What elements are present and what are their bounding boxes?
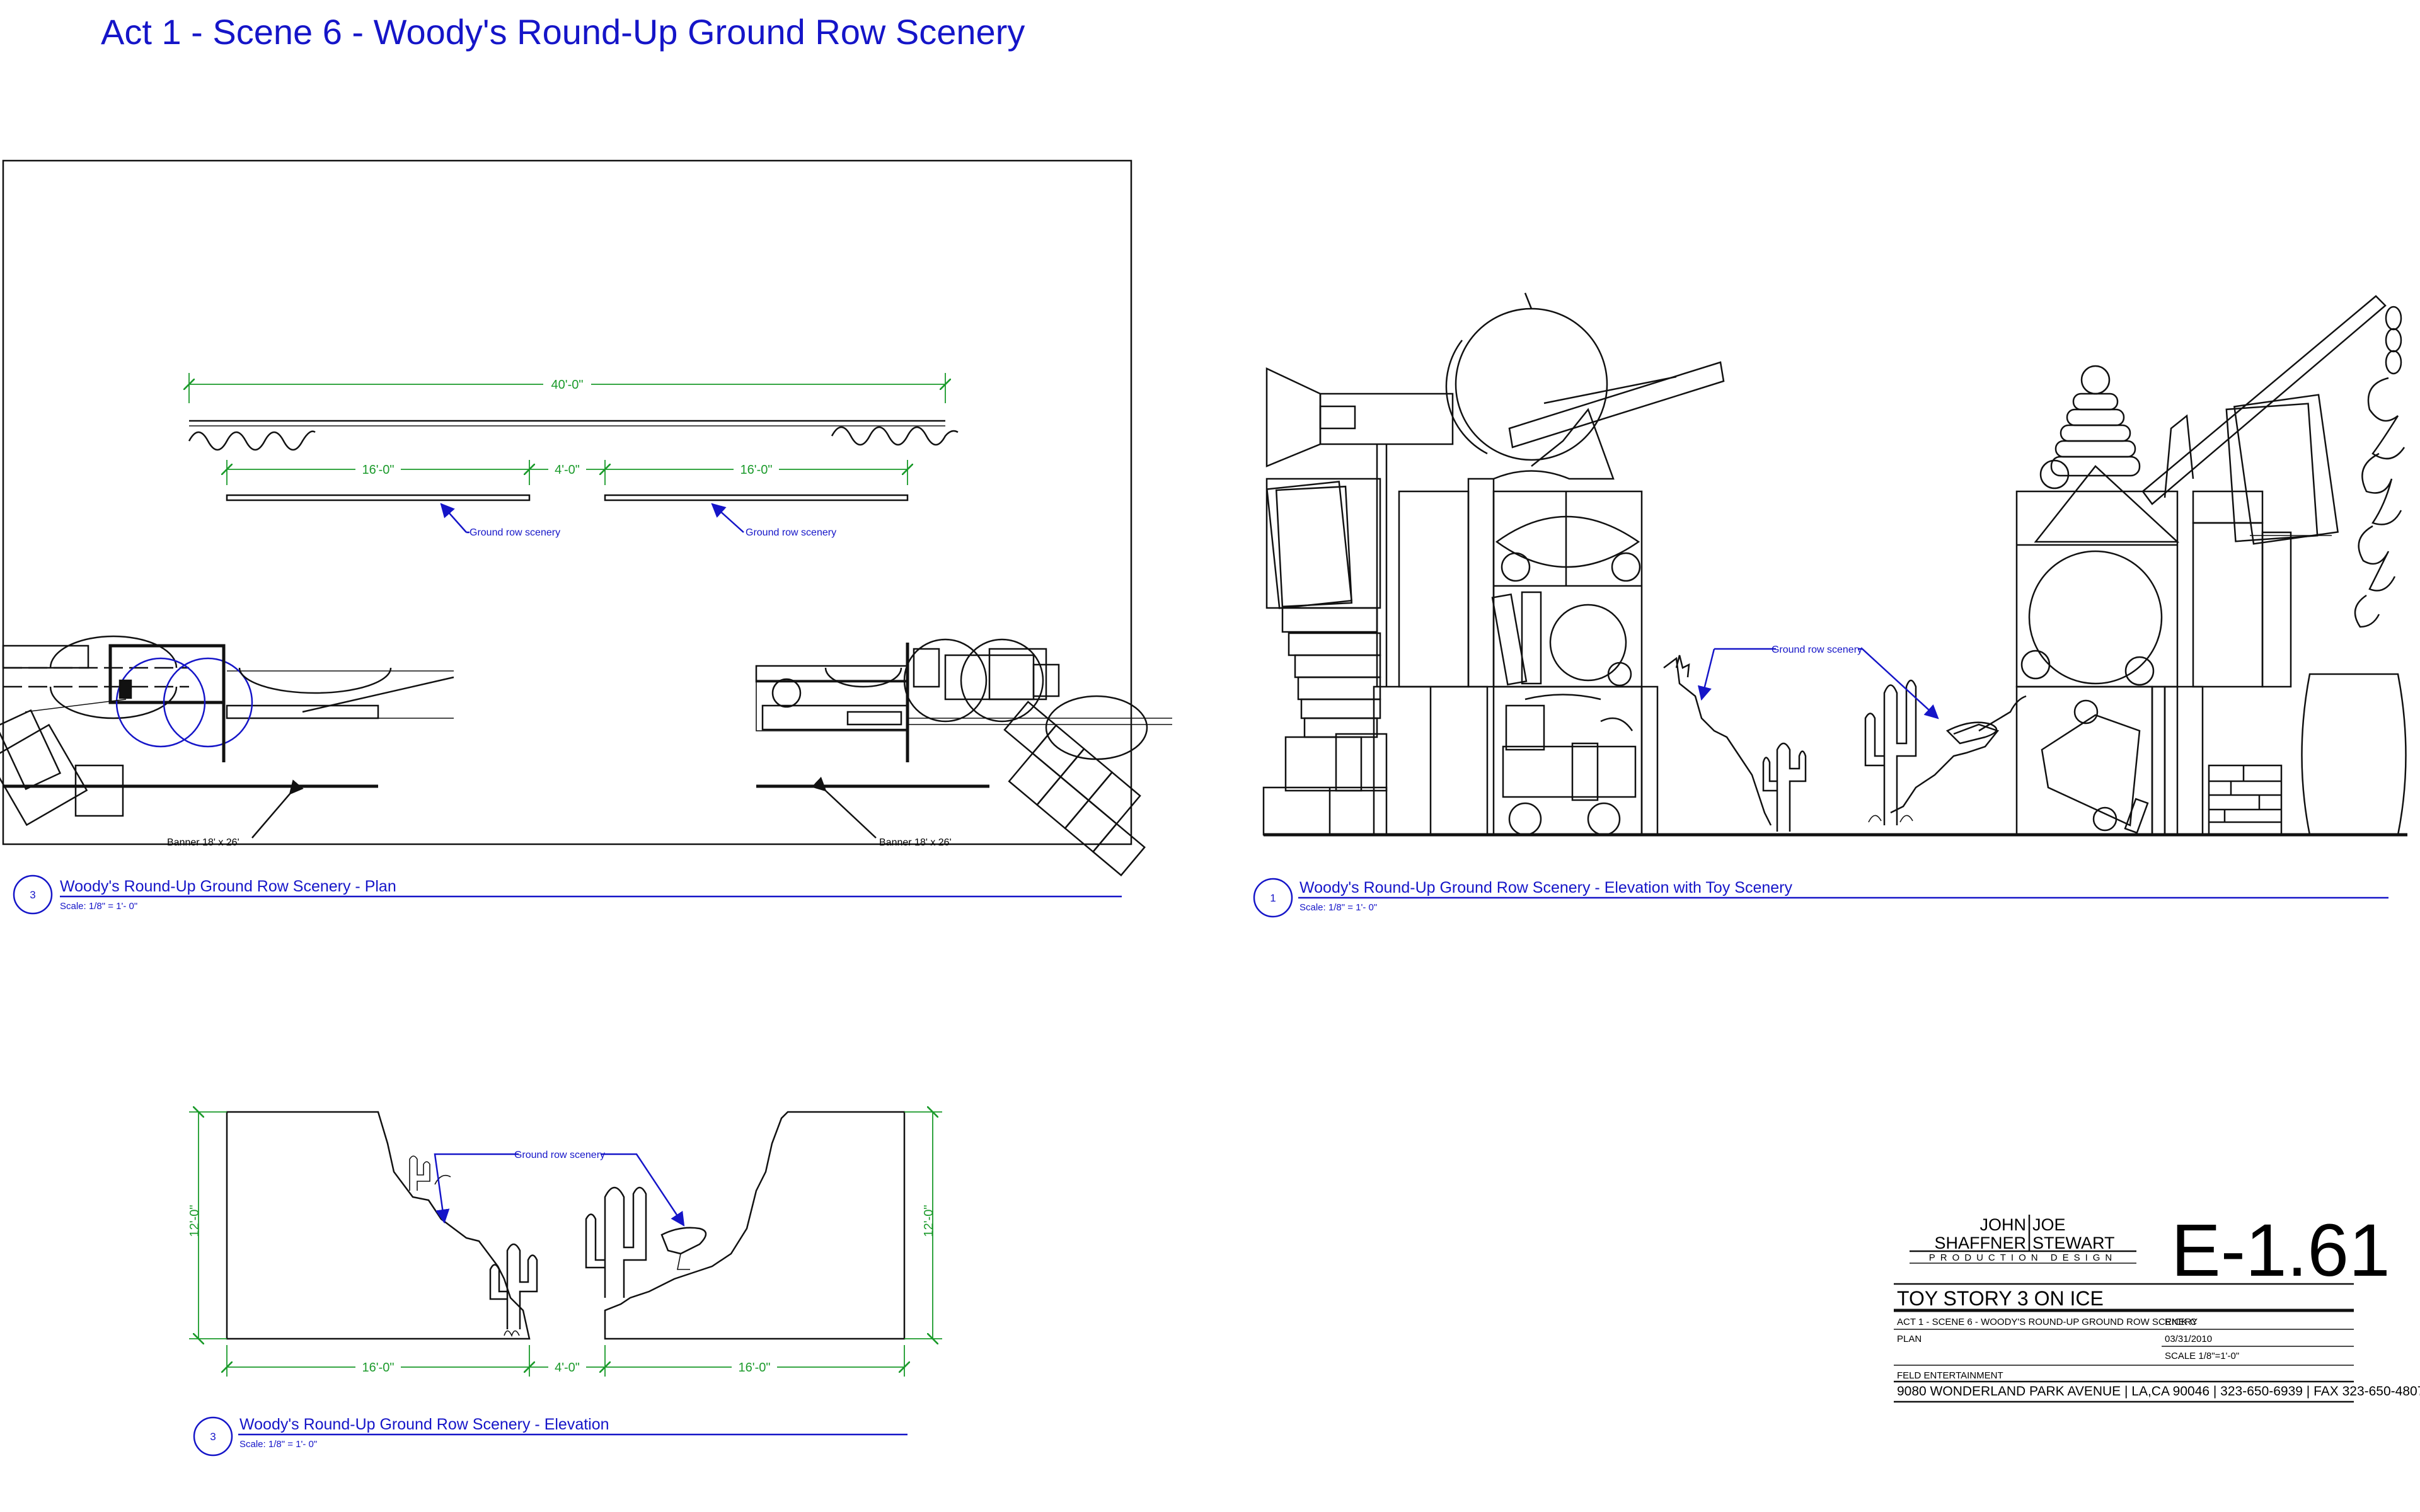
elevation-toy-view: Ground row scenery bbox=[1253, 292, 2407, 918]
dim-height-left: 12'-0" bbox=[188, 1205, 202, 1237]
sheet-title: Act 1 - Scene 6 - Woody's Round-Up Groun… bbox=[101, 12, 1025, 52]
toy-elevation-scale: Scale: 1/8" = 1'- 0" bbox=[1299, 902, 1377, 913]
plan-view: 40'-0" 16'-0" 4'-0" 16'-0" Ground row sc… bbox=[0, 159, 1172, 915]
callout-toy-elevation: Ground row scenery bbox=[1772, 644, 1862, 655]
dim-gap: 4'-0" bbox=[555, 463, 580, 477]
plan-border bbox=[2, 159, 1132, 845]
dim-right: 16'-0" bbox=[740, 463, 773, 477]
sheet-number: E-1.61 bbox=[2171, 1209, 2390, 1292]
right-toy-stack bbox=[2015, 295, 2407, 836]
drawn-by: RICK C bbox=[2165, 1317, 2197, 1327]
designer-first-1: JOHN bbox=[1980, 1215, 2027, 1234]
callout-plan-right: Ground row scenery bbox=[746, 527, 836, 538]
plan-right-wing bbox=[755, 638, 1172, 877]
client-name: FELD ENTERTAINMENT bbox=[1897, 1370, 2003, 1381]
show-title: TOY STORY 3 ON ICE bbox=[1897, 1287, 2104, 1310]
title-block: JOHN JOE SHAFFNER STEWART PRODUCTION DES… bbox=[1894, 1209, 2420, 1403]
curtain-left bbox=[188, 430, 316, 451]
elevation-panel-left bbox=[226, 1111, 531, 1340]
drawing-date: 03/31/2010 bbox=[2165, 1334, 2212, 1344]
elevation-view: Ground row scenery 12'-0" 12'-0" 16'-0" … bbox=[188, 1111, 942, 1457]
elevation-view-number: 3 bbox=[210, 1431, 216, 1443]
plan-view-scale: Scale: 1/8" = 1'- 0" bbox=[60, 901, 137, 912]
dim-left: 16'-0" bbox=[362, 463, 395, 477]
elev-dim-left: 16'-0" bbox=[362, 1361, 395, 1375]
elev-dim-gap: 4'-0" bbox=[555, 1361, 580, 1375]
toy-elevation-title: Woody's Round-Up Ground Row Scenery - El… bbox=[1299, 879, 1792, 896]
drawing-scale: SCALE 1/8"=1'-0" bbox=[2165, 1351, 2239, 1361]
designer-last-2: STEWART bbox=[2032, 1234, 2115, 1252]
banner-right-note: Banner 18' x 26' bbox=[879, 837, 952, 848]
firm-name: PRODUCTION DESIGN bbox=[1929, 1252, 2118, 1263]
callout-plan-left: Ground row scenery bbox=[470, 527, 560, 538]
drawing-type: PLAN bbox=[1897, 1334, 1922, 1344]
elev-dim-right: 16'-0" bbox=[739, 1361, 771, 1375]
plan-view-tag bbox=[13, 874, 53, 915]
toy-elevation-tag bbox=[1253, 878, 1293, 918]
ground-row-plan-left bbox=[226, 494, 531, 501]
plan-left-wing bbox=[0, 635, 454, 827]
drawing-description: ACT 1 - SCENE 6 - WOODY'S ROUND-UP GROUN… bbox=[1897, 1317, 2198, 1327]
ground-row-plan-right bbox=[604, 494, 909, 501]
elevation-view-title: Woody's Round-Up Ground Row Scenery - El… bbox=[239, 1416, 609, 1433]
plan-view-title: Woody's Round-Up Ground Row Scenery - Pl… bbox=[60, 878, 396, 895]
address-line: 9080 WONDERLAND PARK AVENUE | LA,CA 9004… bbox=[1897, 1384, 2420, 1399]
elevation-view-tag bbox=[193, 1416, 233, 1457]
dim-total: 40'-0" bbox=[551, 378, 584, 392]
elevation-panel-right bbox=[604, 1111, 906, 1340]
elevation-view-scale: Scale: 1/8" = 1'- 0" bbox=[239, 1439, 317, 1450]
curtain-right bbox=[831, 426, 959, 446]
dim-height-right: 12'-0" bbox=[922, 1205, 936, 1237]
designer-first-2: JOE bbox=[2032, 1215, 2066, 1234]
designer-last-1: SHAFFNER bbox=[1934, 1234, 2026, 1252]
callout-elevation: Ground row scenery bbox=[514, 1150, 605, 1160]
toy-elevation-ground-row bbox=[1663, 655, 2027, 832]
banner-left-note: Banner 18' x 26' bbox=[167, 837, 239, 848]
toy-elevation-number: 1 bbox=[1270, 892, 1276, 904]
plan-view-number: 3 bbox=[30, 889, 35, 901]
left-toy-stack bbox=[1262, 292, 1725, 836]
